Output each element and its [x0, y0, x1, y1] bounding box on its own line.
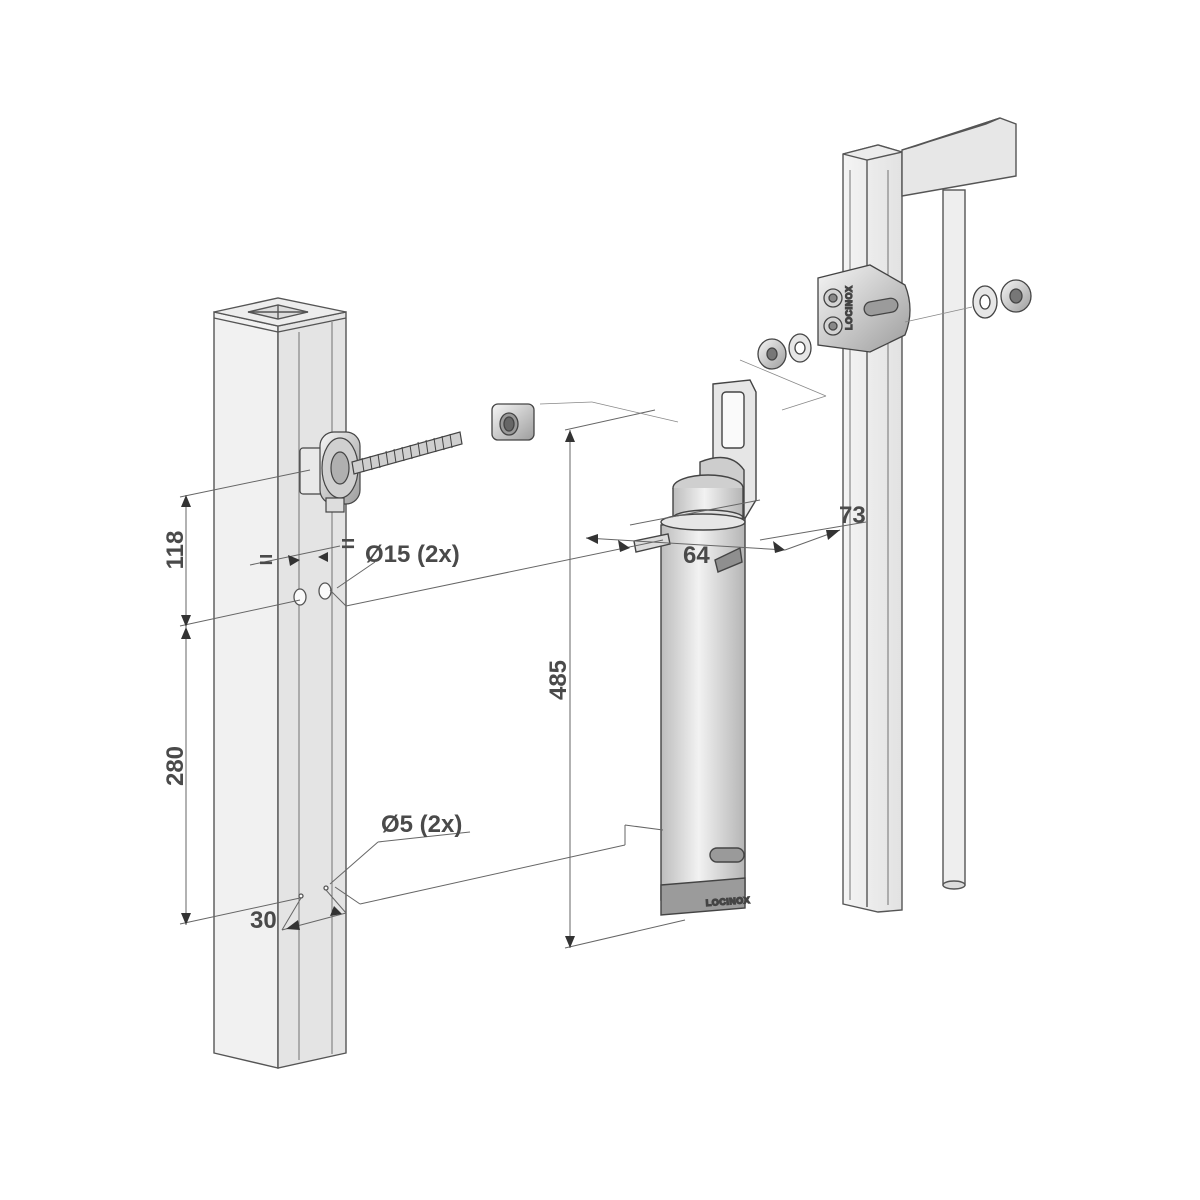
dim-118: 118: [162, 531, 189, 570]
closer-logo-text: LOCINOX: [705, 895, 750, 908]
dim-30: 30: [250, 907, 277, 934]
hole-large-1: [293, 588, 307, 606]
dim-280: 280: [162, 746, 189, 786]
hole-small-2: [323, 885, 329, 891]
hole-small-1: [298, 893, 304, 899]
gate-rail: [901, 117, 1017, 197]
threaded-rod: [351, 431, 463, 475]
dim-73: 73: [839, 502, 866, 529]
hole-large-2: [318, 582, 332, 600]
mounting-pin: [633, 533, 671, 553]
gate-bar: [942, 189, 966, 886]
arrowheads: [181, 430, 840, 948]
dim-64: 64: [683, 542, 710, 569]
closer-tube: [660, 517, 746, 901]
square-nut: [491, 403, 535, 441]
dim-485: 485: [545, 660, 572, 700]
equal-mark-right: =: [341, 531, 355, 558]
hardware-right: [757, 279, 1032, 370]
equal-mark-left: =: [259, 547, 273, 574]
hole-label-large: Ø15 (2x): [365, 541, 460, 568]
hole-label-small: Ø5 (2x): [381, 811, 462, 838]
slot-bottom: [709, 847, 745, 863]
end-cap: [660, 877, 746, 916]
left-post: [213, 297, 347, 1069]
gate-closer: LOCINOX: [633, 379, 757, 916]
dimension-lines: [179, 306, 973, 949]
slot-top: [714, 546, 743, 573]
gate-bracket: LOCINOX: [817, 264, 911, 353]
threaded-hinge: [299, 431, 463, 513]
bracket-logo-text: LOCINOX: [844, 285, 854, 330]
gate-frame: [842, 117, 1017, 913]
